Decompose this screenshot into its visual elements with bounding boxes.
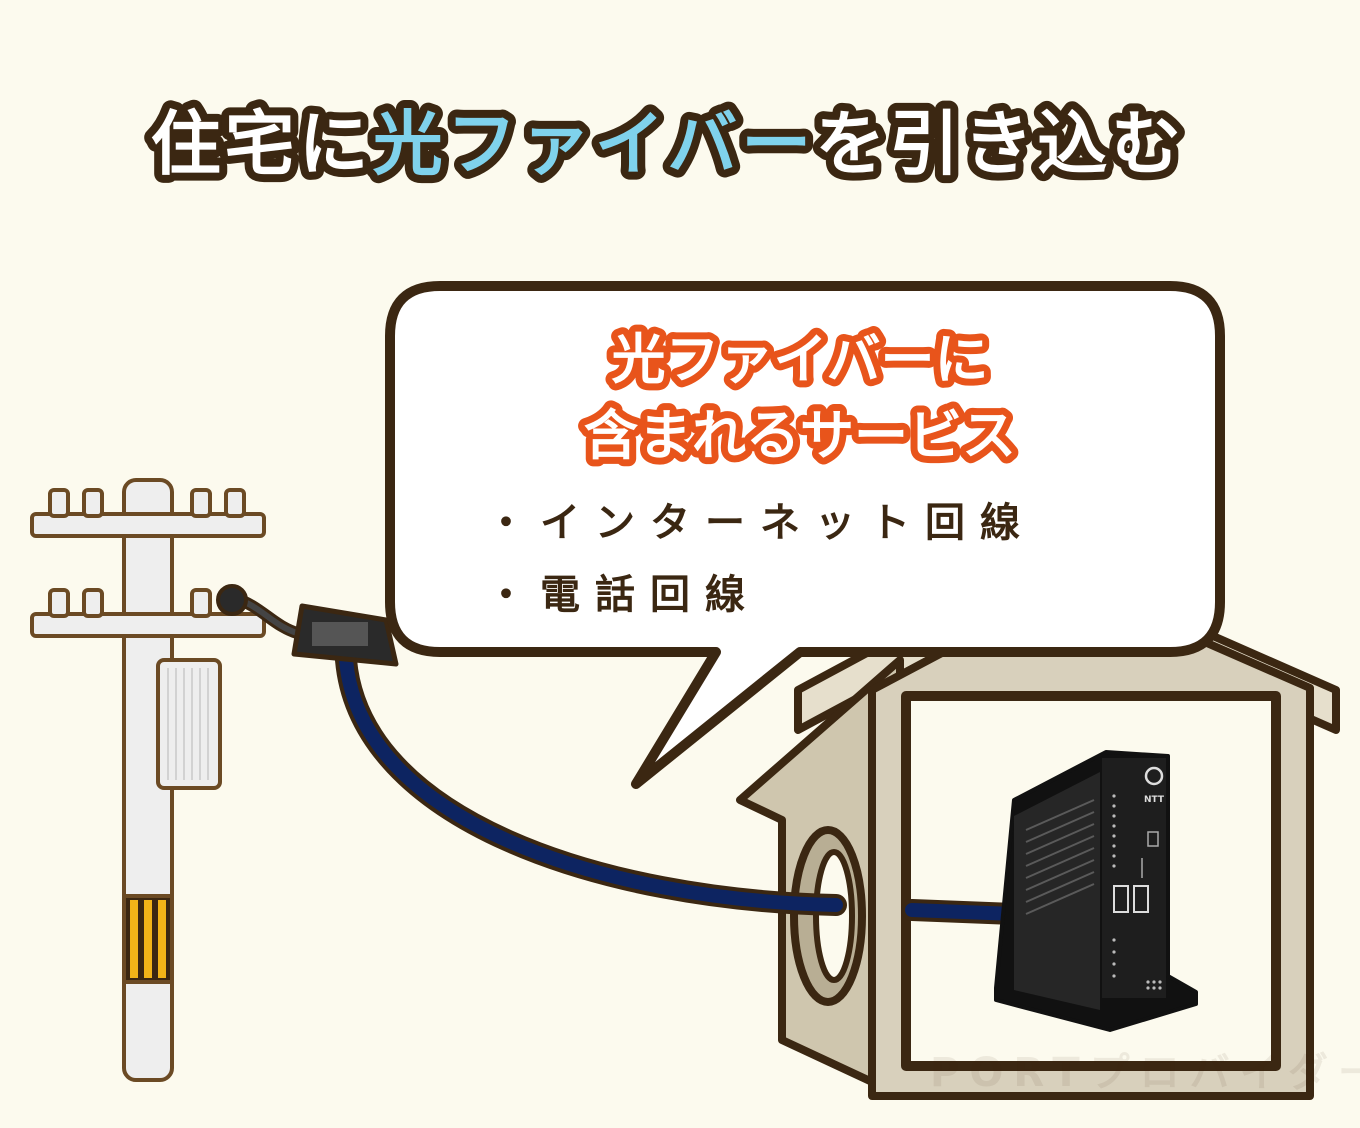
- title-part2: を引き込む: [815, 103, 1185, 185]
- speech-bubble-icon: [385, 281, 1225, 789]
- page-title: 住宅に光ファイバーを引き込む: [151, 103, 1186, 185]
- router-logo-icon: [1144, 766, 1164, 786]
- drop-cable-connector: [216, 584, 399, 667]
- fiber-cable: [335, 649, 1025, 925]
- router-brand: NTT: [1144, 795, 1165, 805]
- service-bullet: ・: [486, 572, 526, 618]
- service-item-phone: 電話回線: [540, 572, 760, 618]
- bubble-heading-line1: 光ファイバーに: [612, 328, 989, 391]
- utility-pole-icon: [30, 478, 266, 1082]
- router-icon: NTT: [994, 750, 1198, 1032]
- service-item-internet: インターネット回線: [540, 500, 1035, 546]
- title-highlight: 光ファイバー: [373, 103, 816, 185]
- title-part1: 住宅に: [151, 103, 373, 185]
- watermark: PORTプロバイダー: [930, 1050, 1360, 1096]
- service-bullet: ・: [486, 500, 526, 546]
- bubble-heading-line2: 含まれるサービス: [584, 404, 1016, 467]
- service-list: ・ インターネット回線 ・ 電話回線: [486, 500, 1035, 618]
